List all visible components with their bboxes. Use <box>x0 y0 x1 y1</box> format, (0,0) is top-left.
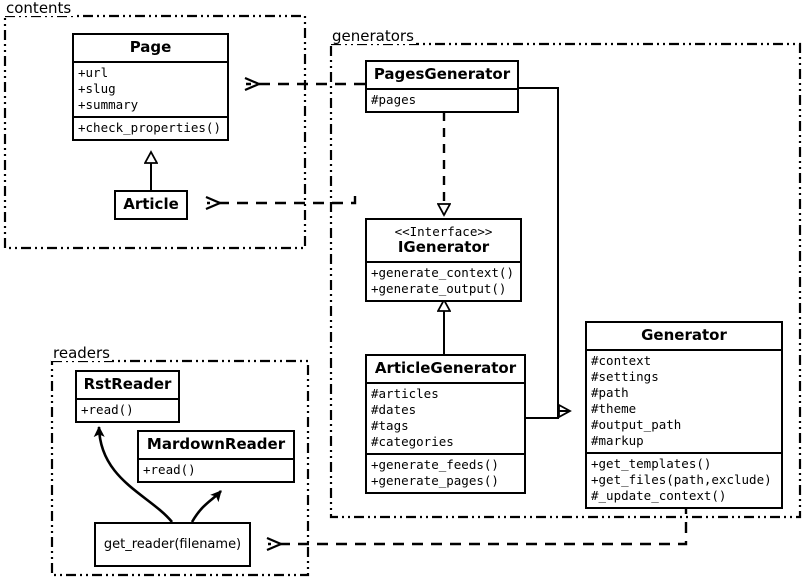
package-label-generators: generators <box>330 27 416 45</box>
class-attributes-article-generator: #articles #dates #tags #categories <box>367 382 524 453</box>
method-row: +generate_output() <box>371 281 507 296</box>
method-row: +read() <box>81 402 134 417</box>
method-row: +generate_pages() <box>371 473 499 488</box>
class-methods-generator: +get_templates() +get_files(path,exclude… <box>587 452 781 507</box>
relation-pagesgenerator-to-generator <box>519 87 570 411</box>
class-box-igenerator[interactable]: <<Interface>> IGenerator +generate_conte… <box>365 218 522 302</box>
class-name-generator: Generator <box>641 326 727 344</box>
method-row: +generate_context() <box>371 265 514 280</box>
class-attributes-generator: #context #settings #path #theme #output_… <box>587 349 781 452</box>
relation-articlegenerator-to-article <box>207 196 357 203</box>
class-box-pages-generator[interactable]: PagesGenerator #pages <box>365 60 519 113</box>
class-attributes-pages-generator: #pages <box>367 88 517 111</box>
class-box-article[interactable]: Article <box>114 190 188 220</box>
class-methods-page: +check_properties() <box>74 116 227 139</box>
function-box-get-reader[interactable]: get_reader(filename) <box>94 522 251 567</box>
class-stereotype-igenerator: <<Interface>> <box>394 224 493 239</box>
class-name-rst-reader: RstReader <box>83 375 172 393</box>
attribute-row: #dates <box>371 402 417 417</box>
class-methods-igenerator: +generate_context() +generate_output() <box>367 261 520 300</box>
attribute-row: #settings <box>591 369 659 384</box>
relation-articlegenerator-to-generator <box>526 410 570 419</box>
attribute-row: #tags <box>371 418 409 433</box>
package-label-readers: readers <box>51 344 112 362</box>
attribute-row: #context <box>591 353 652 368</box>
class-name-pages-generator: PagesGenerator <box>373 65 511 83</box>
class-name-article: Article <box>123 195 179 213</box>
attribute-row: +url <box>78 65 109 80</box>
class-methods-mardown-reader: +read() <box>139 458 293 481</box>
class-box-mardown-reader[interactable]: MardownReader +read() <box>137 430 295 483</box>
class-box-rst-reader[interactable]: RstReader +read() <box>75 370 180 423</box>
class-box-article-generator[interactable]: ArticleGenerator #articles #dates #tags … <box>365 354 526 494</box>
class-box-generator[interactable]: Generator #context #settings #path #them… <box>585 321 783 509</box>
method-row: +get_files(path,exclude) <box>591 472 772 487</box>
relation-getreader-to-mardownreader <box>190 490 222 523</box>
method-row: +check_properties() <box>78 120 221 135</box>
attribute-row: #path <box>591 385 629 400</box>
attribute-row: #markup <box>591 433 644 448</box>
class-name-igenerator: <<Interface>> IGenerator <box>367 220 520 261</box>
package-label-contents: contents <box>4 0 74 17</box>
class-methods-article-generator: +generate_feeds() +generate_pages() <box>367 453 524 492</box>
attribute-row: +summary <box>78 97 139 112</box>
attribute-row: #articles <box>371 386 439 401</box>
attribute-row: #theme <box>591 401 637 416</box>
class-attributes-page: +url +slug +summary <box>74 61 227 116</box>
method-row: +get_templates() <box>591 456 712 471</box>
class-methods-rst-reader: +read() <box>77 398 178 421</box>
attribute-row: #output_path <box>591 417 682 432</box>
class-name-page: Page <box>129 38 172 56</box>
attribute-row: #pages <box>371 92 417 107</box>
method-row: #_update_context() <box>591 488 727 503</box>
method-row: +read() <box>143 462 196 477</box>
class-name-mardown-reader: MardownReader <box>146 435 286 453</box>
class-name-article-generator: ArticleGenerator <box>374 359 517 377</box>
attribute-row: +slug <box>78 81 116 96</box>
attribute-row: #categories <box>371 434 454 449</box>
function-label-get-reader: get_reader(filename) <box>103 537 242 552</box>
class-box-page[interactable]: Page +url +slug +summary +check_properti… <box>72 33 229 141</box>
method-row: +generate_feeds() <box>371 457 499 472</box>
relation-generator-to-getreader <box>268 503 688 544</box>
class-name-text-igenerator: IGenerator <box>397 238 490 256</box>
